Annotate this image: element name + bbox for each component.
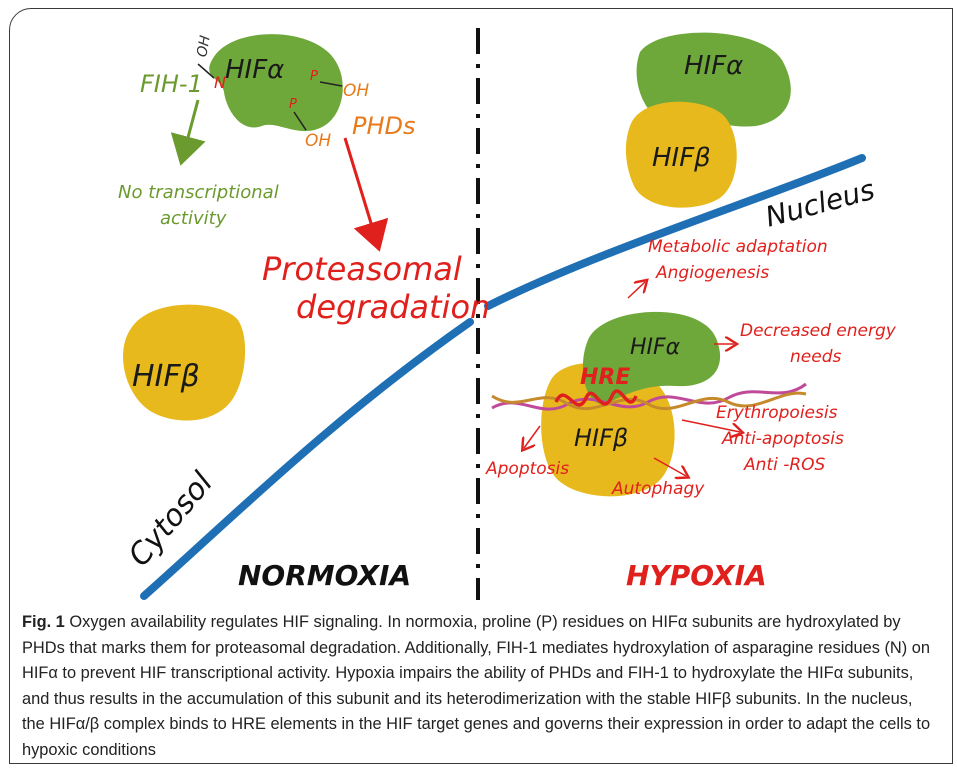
caption-text: Oxygen availability regulates HIF signal… bbox=[22, 613, 931, 759]
hypoxia-label: HYPOXIA bbox=[626, 559, 767, 592]
antiros-label: Anti -ROS bbox=[743, 455, 826, 475]
n-residue-label: N bbox=[214, 73, 226, 92]
no-activity-line1: No transcriptional bbox=[118, 182, 279, 203]
autophagy-label: Autophagy bbox=[611, 479, 705, 499]
erythro-label: Erythropoiesis bbox=[716, 403, 838, 423]
hifa-subunit-hypoxia-bottom bbox=[582, 311, 721, 404]
cytosol-membrane bbox=[140, 318, 474, 600]
proteasomal-line2: degradation bbox=[296, 288, 490, 326]
hre-label: HRE bbox=[580, 365, 630, 390]
hifb-label-hypoxia-bottom: HIFβ bbox=[574, 424, 628, 452]
oh-right-bond bbox=[319, 81, 343, 87]
dna-strand-2 bbox=[491, 391, 807, 411]
fih1-label: FIH-1 bbox=[140, 70, 203, 98]
cytosol-label: Cytosol bbox=[122, 465, 221, 573]
p1-residue-label: P bbox=[310, 69, 318, 84]
metabolic-arrow bbox=[627, 282, 645, 299]
phd-arrow bbox=[343, 137, 389, 252]
hifb-subunit-hypoxia-bottom bbox=[541, 362, 675, 497]
dna-strand-1 bbox=[491, 382, 807, 411]
hifa-subunit-normoxia bbox=[209, 34, 343, 132]
normoxia-label: NORMOXIA bbox=[238, 559, 411, 592]
autophagy-arrow bbox=[653, 457, 686, 476]
n-bond bbox=[197, 63, 215, 79]
hif-signaling-diagram: HIFα FIH-1 OH N P OH P OH PHDs No transc… bbox=[118, 28, 897, 600]
proteasomal-line1: Proteasomal bbox=[262, 250, 462, 288]
hre-squiggle bbox=[554, 389, 638, 407]
hifa-label-hypoxia-bottom: HIFα bbox=[630, 335, 681, 360]
apoptosis-label: Apoptosis bbox=[485, 459, 569, 479]
fih-arrow bbox=[170, 99, 206, 166]
hifa-label-normoxia: HIFα bbox=[225, 55, 284, 85]
hifa-label-hypoxia-top: HIFα bbox=[684, 51, 743, 81]
caption-figure-label: Fig. 1 bbox=[22, 613, 65, 631]
energy-line2: needs bbox=[790, 347, 841, 367]
hifb-subunit-hypoxia-top bbox=[625, 101, 737, 208]
oh-bottom-bond bbox=[293, 111, 307, 131]
hifb-label-normoxia: HIFβ bbox=[132, 359, 200, 394]
antiapop-label: Anti-apoptosis bbox=[721, 429, 844, 449]
angiogenesis-label: Angiogenesis bbox=[655, 263, 769, 283]
oh-right-label: OH bbox=[343, 81, 369, 101]
nucleus-label: Nucleus bbox=[762, 173, 878, 234]
metabolic-label: Metabolic adaptation bbox=[648, 237, 828, 257]
apoptosis-arrow bbox=[524, 425, 541, 448]
energy-line1: Decreased energy bbox=[740, 321, 897, 341]
hifb-subunit-normoxia bbox=[123, 304, 246, 421]
hifb-label-hypoxia-top: HIFβ bbox=[652, 143, 711, 173]
erythro-arrow bbox=[681, 419, 740, 432]
nuclear-membrane bbox=[484, 154, 866, 310]
p2-residue-label: P bbox=[289, 97, 297, 112]
figure-caption: Fig. 1 Oxygen availability regulates HIF… bbox=[22, 610, 937, 763]
no-activity-line2: activity bbox=[160, 208, 227, 229]
oh-top-label: OH bbox=[194, 34, 214, 58]
oh-bottom-label: OH bbox=[305, 131, 331, 151]
phds-label: PHDs bbox=[352, 112, 416, 140]
